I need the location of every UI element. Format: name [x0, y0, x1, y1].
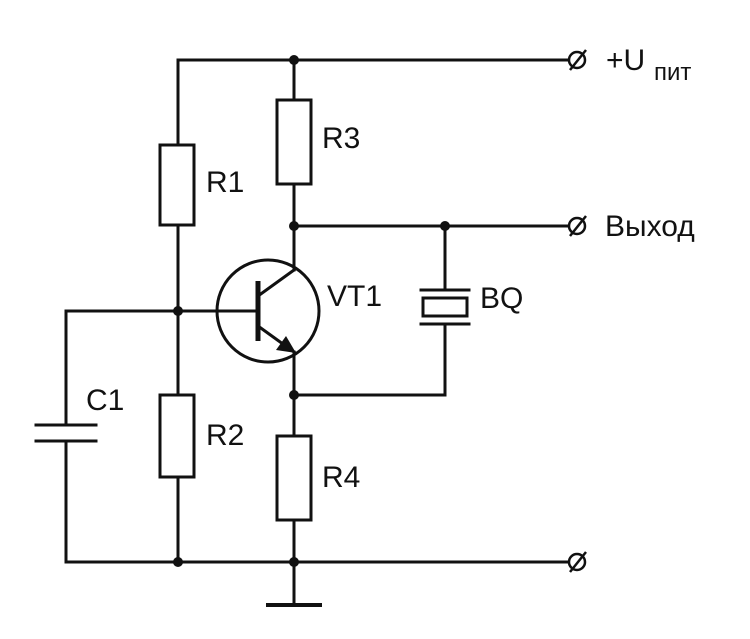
- r2-label: R2: [206, 419, 244, 452]
- vt1-label: VT1: [327, 280, 382, 313]
- c1-label: C1: [86, 384, 124, 417]
- r4-label: R4: [322, 461, 360, 494]
- ground-terminal-icon: [567, 551, 587, 573]
- ground-rail: [64, 475, 570, 605]
- base-node-wiring: [64, 223, 260, 427]
- resistor-r2: [158, 393, 196, 479]
- supply-label: +U: [606, 44, 645, 77]
- supply-terminal-icon: [567, 49, 587, 71]
- emitter-node-wiring: [289, 390, 447, 438]
- supply-rail: [176, 55, 570, 147]
- resistor-r1: [158, 143, 196, 227]
- resistor-r3: [275, 98, 313, 186]
- supply-subscript-label: пит: [654, 59, 691, 86]
- r3-label: R3: [322, 122, 360, 155]
- output-label: Выход: [605, 210, 695, 243]
- resistor-r4: [275, 434, 313, 522]
- transistor-vt1-npn-transistor-icon: [215, 258, 321, 397]
- collector-wiring: [289, 182, 570, 292]
- bq-label: BQ: [480, 282, 523, 315]
- r1-label: R1: [206, 166, 244, 199]
- output-terminal-icon: [567, 215, 587, 237]
- crystal-bq: [419, 288, 471, 397]
- capacitor-c1: [34, 423, 98, 564]
